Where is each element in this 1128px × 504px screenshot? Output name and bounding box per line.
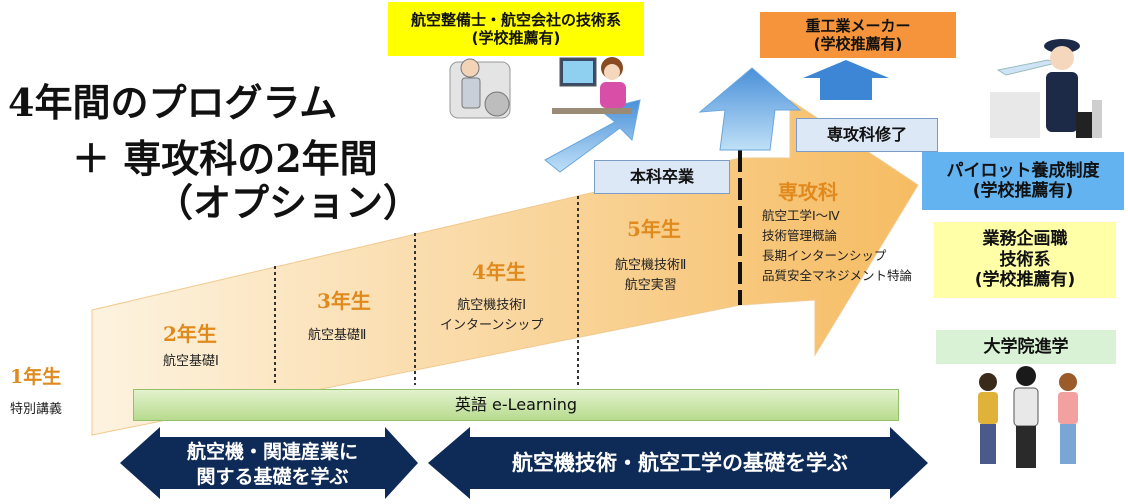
year-2-courses: 航空基礎Ⅰ (163, 352, 219, 372)
up-arrow-maintenance (544, 99, 641, 173)
advanced-course: 技術管理概論 (762, 228, 838, 243)
students-illustration (978, 366, 1078, 468)
career-grad-school: 大学院進学 (936, 330, 1116, 364)
program-title-line1: 4年間のプログラム (8, 80, 338, 125)
advanced-course: 長期インターンシップ (762, 248, 887, 263)
milestone-graduation: 本科卒業 (594, 160, 730, 194)
year-1-course: 特別講義 (10, 402, 63, 417)
year-5-course: 航空実習 (624, 278, 677, 294)
arrow-foundation (120, 427, 418, 499)
arrow-foundation-label: 航空機・関連産業に 関する基礎を学ぶ (160, 440, 385, 489)
career-planning-line1: 業務企画職 (982, 229, 1068, 250)
arrow-foundation-line1: 航空機・関連産業に (186, 441, 358, 463)
year-5-label: 5年生 (627, 217, 681, 241)
career-pilot-line2: (学校推薦有) (972, 181, 1074, 201)
year-3-courses: 航空基礎Ⅱ (308, 326, 366, 346)
up-arrow-heavy-industry (803, 60, 889, 100)
career-maintenance: 航空整備士・航空会社の技術系 (学校推薦有) (388, 2, 644, 56)
english-elearning-bar: 英語 e-Learning (133, 389, 899, 421)
career-heavy-industry: 重工業メーカー (学校推薦有) (760, 12, 956, 58)
advanced-course-label: 専攻科 (778, 180, 838, 204)
year-2-course: 航空基礎Ⅰ (163, 354, 219, 369)
office-worker-illustration (552, 57, 632, 114)
year-3-label: 3年生 (317, 289, 371, 313)
year-5-course: 航空機技術Ⅱ (615, 258, 687, 273)
year-5-courses: 航空機技術Ⅱ 航空実習 (615, 256, 686, 296)
arrow-aviation-basics (428, 427, 928, 499)
arrow-aviation-basics-label: 航空機技術・航空工学の基礎を学ぶ (512, 451, 848, 475)
program-title-line3: （オプション） (155, 180, 422, 225)
advanced-courses: 航空工学Ⅰ～Ⅳ 技術管理概論 長期インターンシップ 品質安全マネジメント特論 (762, 206, 912, 286)
career-maintenance-line1: 航空整備士・航空会社の技術系 (410, 11, 621, 29)
career-pilot: パイロット養成制度 (学校推薦有) (922, 152, 1124, 210)
career-planning-line2: 技術系 (999, 249, 1051, 270)
milestone-advanced-completion-label: 専攻科修了 (826, 125, 907, 145)
year-4-course: 航空機技術Ⅰ (457, 298, 527, 313)
career-heavy-industry-line2: (学校推薦有) (813, 35, 903, 53)
year-4-label: 4年生 (472, 260, 526, 284)
milestone-graduation-label: 本科卒業 (629, 167, 694, 187)
career-grad-school-label: 大学院進学 (983, 336, 1069, 357)
career-planning: 業務企画職 技術系 (学校推薦有) (934, 222, 1116, 298)
year-1-label: 1年生 (10, 366, 62, 388)
career-maintenance-line2: (学校推薦有) (471, 29, 561, 47)
program-title-line2: ＋ 専攻科の2年間 (72, 136, 378, 181)
up-arrow-large (698, 67, 802, 151)
mechanic-illustration (449, 58, 511, 119)
year-4-course: インターンシップ (440, 318, 544, 334)
year-4-courses: 航空機技術Ⅰ インターンシップ (440, 296, 543, 336)
career-heavy-industry-line1: 重工業メーカー (805, 17, 911, 35)
advanced-course: 品質安全マネジメント特論 (762, 268, 913, 283)
milestone-advanced-completion: 専攻科修了 (796, 118, 938, 152)
advanced-course: 航空工学Ⅰ～Ⅳ (762, 208, 840, 223)
career-pilot-line1: パイロット養成制度 (946, 160, 1100, 181)
year-3-course: 航空基礎Ⅱ (308, 328, 367, 343)
english-elearning-label: 英語 e-Learning (454, 395, 578, 415)
arrow-foundation-line2: 関する基礎を学ぶ (196, 465, 349, 488)
pilot-illustration (990, 39, 1102, 138)
career-planning-line3: (学校推薦有) (974, 270, 1076, 291)
year-2-label: 2年生 (163, 322, 217, 346)
